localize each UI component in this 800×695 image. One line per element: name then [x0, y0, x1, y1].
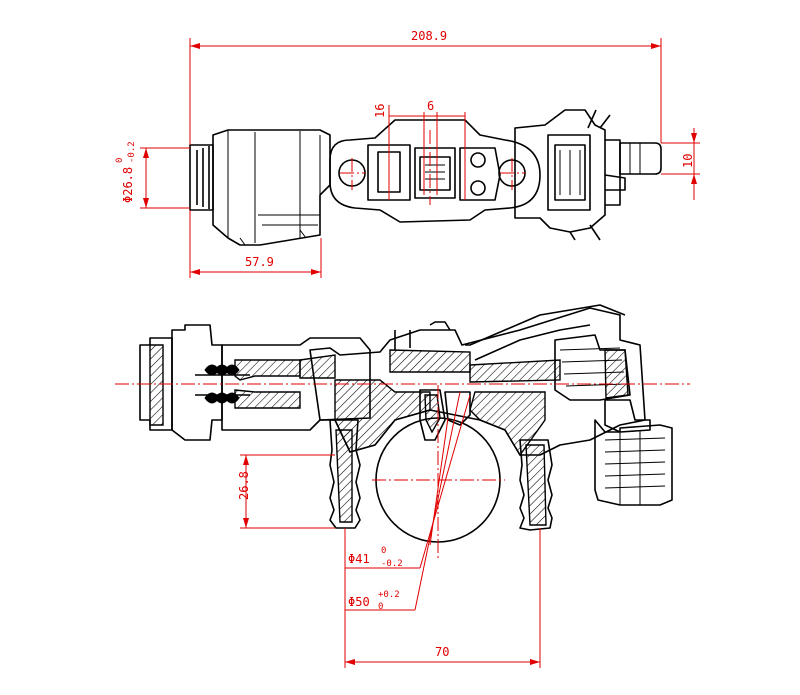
diameter-50-symbol: Φ: [348, 595, 355, 609]
dim-connector-10: 10: [681, 154, 695, 168]
top-view: [189, 109, 662, 246]
diameter-50-value: 50: [355, 595, 369, 609]
top-plug-tab: [619, 142, 662, 175]
dim-length-57-9: 57.9: [245, 255, 274, 269]
diameter-50-lower-tol: 0: [378, 602, 383, 612]
svg-text:Φ26.8: Φ26.8: [121, 167, 135, 203]
diameter-41-upper-tol: 0: [381, 546, 386, 556]
diameter-41-lower-tol: -0.2: [381, 559, 403, 569]
top-main-housing: [212, 129, 331, 246]
dim-overall-length: 208.9: [411, 29, 447, 43]
dim-width-16: 16: [373, 104, 387, 118]
top-dimensions: 208.9 16 6 10 Φ26.8 0 -0.2: [115, 29, 700, 278]
diameter-26-8-value: 26.8: [121, 167, 135, 196]
section-view: [139, 304, 673, 543]
dim-width-6: 6: [427, 99, 434, 113]
diameter-26-8-upper-tol: 0: [115, 158, 125, 163]
dim-span-70: 70: [435, 645, 449, 659]
diameter-41-symbol: Φ: [348, 552, 355, 566]
diameter-41-value: 41: [355, 552, 369, 566]
diameter-26-8-symbol: Φ: [121, 196, 135, 203]
diameter-50-upper-tol: +0.2: [378, 590, 400, 600]
spring: [195, 364, 250, 404]
section-connector-plug: [594, 419, 673, 506]
dim-diameter-26-8: Φ26.8 0 -0.2: [115, 141, 137, 203]
svg-text:Φ41: Φ41: [348, 552, 370, 566]
dim-diameter-50: Φ50 +0.2 0: [348, 590, 400, 612]
top-bracket: [329, 119, 541, 223]
left-pipe-stub: [329, 419, 361, 529]
dim-height-26-8: 26.8: [237, 471, 251, 500]
dim-diameter-41: Φ41 0 -0.2: [348, 546, 403, 569]
top-connector: [514, 109, 606, 233]
section-dimensions: 26.8 70 Φ41 0 -0.2 Φ50 +0.2 0: [115, 383, 690, 668]
svg-text:Φ50: Φ50: [348, 595, 370, 609]
diameter-26-8-lower-tol: -0.2: [127, 141, 137, 163]
